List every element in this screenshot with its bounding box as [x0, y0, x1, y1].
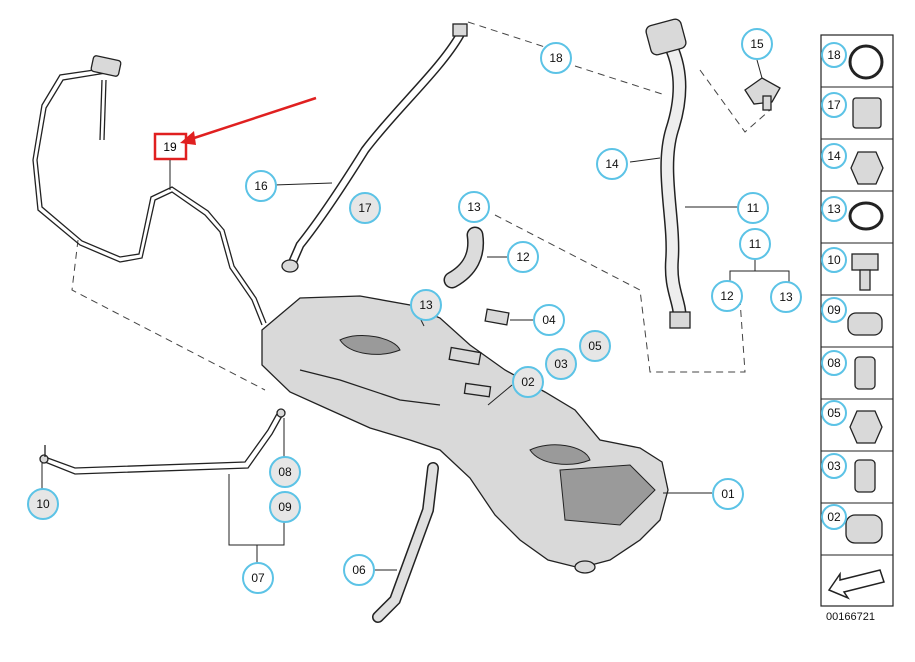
lower-strap-part [372, 462, 439, 623]
callout-11-neck: 11 [737, 192, 769, 224]
svg-text:08: 08 [827, 356, 841, 370]
tension-strap-part [39, 408, 286, 475]
hose-clamp-icon [848, 201, 884, 231]
svg-text:03: 03 [827, 459, 841, 473]
callout-14: 14 [596, 148, 628, 180]
callout-17: 17 [349, 192, 381, 224]
cap-part [744, 77, 781, 111]
callout-13-mid: 13 [410, 289, 442, 321]
callout-11-group: 11 [739, 228, 771, 260]
panel-number-10: 10 [821, 247, 847, 273]
bolt-shank-icon [859, 269, 871, 291]
direction-arrow-icon [827, 569, 885, 600]
svg-text:14: 14 [605, 157, 619, 171]
dashed-assembly-lines [71, 21, 771, 391]
svg-text:13: 13 [827, 202, 841, 216]
panel-number-08: 08 [821, 350, 847, 376]
hex-nut-icon [850, 151, 884, 185]
callout-08: 08 [269, 456, 301, 488]
callout-16: 16 [245, 170, 277, 202]
svg-text:10: 10 [827, 253, 841, 267]
fuel-tank-part [261, 295, 669, 574]
svg-text:16: 16 [254, 179, 268, 193]
flange-nut-icon [849, 410, 883, 444]
filler-neck-part [645, 18, 691, 329]
panel-number-17: 17 [821, 92, 847, 118]
panel-number-05: 05 [821, 400, 847, 426]
svg-text:02: 02 [521, 375, 535, 389]
rubber-grommet-icon [845, 514, 883, 544]
svg-text:13: 13 [467, 200, 481, 214]
svg-text:17: 17 [827, 98, 841, 112]
svg-text:07: 07 [251, 571, 265, 585]
callout-12-hose: 12 [507, 241, 539, 273]
svg-text:13: 13 [419, 298, 433, 312]
svg-text:13: 13 [779, 290, 793, 304]
svg-text:01: 01 [721, 487, 735, 501]
callout-13-right: 13 [770, 281, 802, 313]
callout-05: 05 [579, 330, 611, 362]
bolt-head-icon [851, 253, 879, 271]
svg-text:09: 09 [827, 303, 841, 317]
panel-number-14: 14 [821, 143, 847, 169]
svg-text:14: 14 [827, 149, 841, 163]
spacer-nut-icon [854, 356, 876, 390]
svg-text:10: 10 [36, 497, 50, 511]
svg-text:03: 03 [554, 357, 568, 371]
callout-06: 06 [343, 554, 375, 586]
svg-text:12: 12 [720, 289, 734, 303]
callout-01: 01 [712, 478, 744, 510]
diagram-number: 00166721 [826, 611, 875, 623]
callout-04: 04 [533, 304, 565, 336]
fuel-line-part [32, 55, 267, 326]
panel-number-13: 13 [821, 196, 847, 222]
svg-text:08: 08 [278, 465, 292, 479]
svg-text:06: 06 [352, 563, 366, 577]
svg-text:17: 17 [358, 201, 372, 215]
pad-part [484, 308, 510, 326]
svg-text:05: 05 [827, 406, 841, 420]
panel-number-03: 03 [821, 453, 847, 479]
svg-text:15: 15 [750, 37, 764, 51]
callout-03: 03 [545, 348, 577, 380]
svg-text:04: 04 [542, 313, 556, 327]
svg-text:18: 18 [827, 48, 841, 62]
vent-hose-part [281, 23, 468, 273]
callout-13-top: 13 [458, 191, 490, 223]
callout-18: 18 [540, 42, 572, 74]
callout-12-right: 12 [711, 280, 743, 312]
callout-07: 07 [242, 562, 274, 594]
callout-19-label: 19 [163, 140, 177, 154]
svg-text:11: 11 [749, 237, 762, 251]
o-ring-icon [848, 44, 884, 80]
panel-number-18: 18 [821, 42, 847, 68]
svg-text:12: 12 [516, 250, 530, 264]
callout-10: 10 [27, 488, 59, 520]
panel-number-02: 02 [821, 504, 847, 530]
svg-text:09: 09 [278, 500, 292, 514]
highlight-box [153, 132, 188, 161]
callout-02: 02 [512, 366, 544, 398]
svg-text:02: 02 [827, 510, 841, 524]
grommet-icon [847, 312, 883, 336]
small-hose-part [443, 226, 485, 289]
highlight-arrow [180, 96, 317, 145]
callout-15: 15 [741, 28, 773, 60]
svg-text:18: 18 [549, 51, 563, 65]
clip-icon [852, 97, 882, 129]
callout-09: 09 [269, 491, 301, 523]
svg-text:11: 11 [747, 201, 760, 215]
svg-text:05: 05 [588, 339, 602, 353]
expansion-nut-icon [854, 459, 876, 493]
panel-number-09: 09 [821, 297, 847, 323]
